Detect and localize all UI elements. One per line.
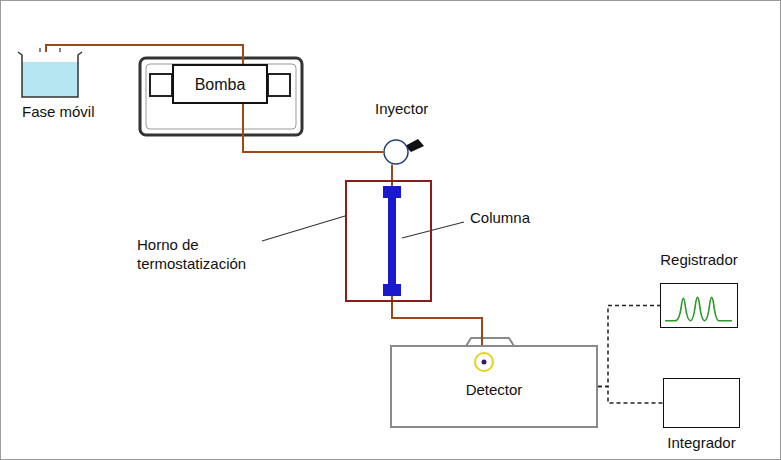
chromatogram: [665, 297, 732, 320]
component-label: Inyector: [375, 99, 428, 118]
signal-cable: [598, 306, 660, 387]
flow-cell: [475, 353, 493, 371]
component-label: Bomba: [195, 75, 246, 94]
flow-cell-dot: [482, 360, 487, 365]
column-cap: [383, 284, 401, 296]
tubing: [391, 165, 393, 187]
beaker: Fase móvil: [18, 52, 82, 98]
pump-head: [268, 74, 290, 96]
component-label: Detector: [392, 380, 596, 399]
column-tube: [388, 198, 396, 284]
valve-outline: [384, 140, 408, 164]
beaker-outline: [18, 52, 82, 97]
pump-housing-inner: [146, 64, 296, 129]
column-shape: [382, 186, 402, 296]
recorder-shape: [661, 284, 737, 327]
oven-box: Horno de termostatizaciónColumna: [345, 180, 432, 302]
detector-box: Detector: [390, 345, 598, 428]
recorder-box: Registrador: [660, 283, 738, 328]
component-label: Fase móvil: [22, 102, 95, 121]
signal-cable: [598, 387, 663, 404]
pump-head: [150, 74, 172, 96]
column: Columna: [382, 186, 402, 296]
tubing: [243, 104, 383, 152]
leader-line: [402, 222, 464, 238]
component-label: Columna: [470, 208, 530, 227]
component-label: Integrador: [667, 433, 735, 452]
circle-shape: [383, 139, 409, 165]
integrator-box: Integrador: [663, 378, 740, 428]
beaker-cap: [40, 48, 60, 52]
beaker-shape: [18, 52, 82, 98]
pump-housing: [140, 58, 302, 135]
tubing: [392, 296, 482, 345]
injector-valve: Inyector: [383, 139, 409, 165]
pump-box: Bomba: [172, 64, 268, 104]
component-label: Horno de termostatización: [137, 235, 312, 273]
tubing: [46, 45, 243, 64]
liquid: [22, 62, 78, 97]
column-cap: [383, 186, 401, 198]
component-label: Registrador: [660, 250, 738, 269]
leader-line: [262, 216, 345, 241]
